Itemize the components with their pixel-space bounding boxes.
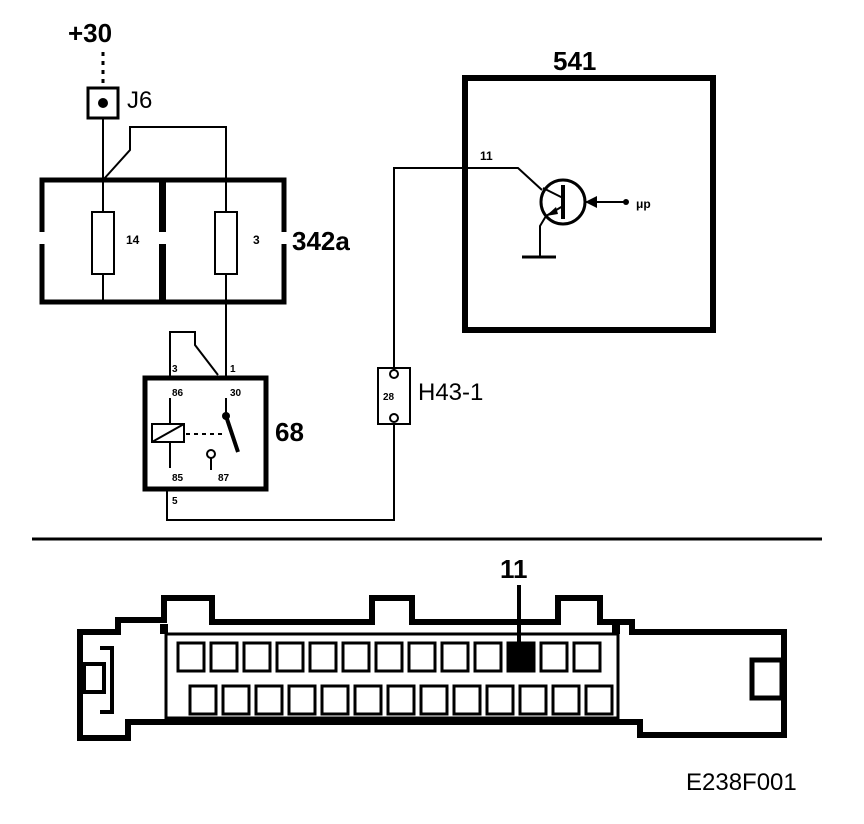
connector-pin (419, 684, 449, 716)
connector-pin (221, 684, 251, 716)
relay-box (142, 375, 269, 492)
transistor-collector (542, 187, 564, 199)
relay-pin-5-label: 5 (172, 496, 178, 507)
connector-pin (254, 684, 284, 716)
connector-pin (275, 641, 305, 673)
relay-87-label: 87 (218, 473, 230, 484)
connector-pin (374, 641, 404, 673)
connector-pin-label: 28 (383, 392, 395, 403)
control-unit-box (462, 75, 716, 333)
connector-pin (584, 684, 614, 716)
connector-pin (242, 641, 272, 673)
connector-label: H43-1 (418, 379, 483, 406)
connector-pins-bottom-row (188, 684, 614, 716)
wire-bridge-fuse3 (102, 126, 227, 300)
connector-pin (572, 641, 602, 673)
connector-pin (341, 641, 371, 673)
connector-pin (440, 641, 470, 673)
emitter-arrow (546, 207, 558, 216)
relay-contact-87 (206, 449, 216, 459)
connector-pin (320, 684, 350, 716)
fuse-box-right-gap (280, 232, 288, 244)
wire-connector-ecu (393, 167, 543, 370)
connector-pin (176, 641, 206, 673)
junction-j6-label: J6 (127, 87, 152, 114)
connector-bottom-terminal (389, 413, 399, 423)
connector-right-notch (749, 657, 785, 701)
connector-inner-outline (100, 646, 114, 714)
connector-pin (287, 684, 317, 716)
relay-coil-diagonal (151, 423, 185, 443)
connector-pin-highlighted (506, 641, 536, 673)
highlight-pin-label: 11 (500, 554, 528, 584)
fuse-box-label: 342a (292, 226, 350, 256)
figure-id: E238F001 (686, 769, 797, 796)
relay-30-label: 30 (230, 388, 242, 399)
connector-pins-top-row (176, 641, 602, 673)
wire-relay85-connector (166, 424, 395, 521)
connector-pin (518, 684, 548, 716)
fuse-3-label: 3 (253, 233, 260, 247)
connector-top-terminal (389, 369, 399, 379)
connector-pin (386, 684, 416, 716)
junction-j6-dot (98, 98, 108, 108)
connector-inner-cavity (164, 632, 620, 720)
connector-pin (407, 641, 437, 673)
connector-pin (473, 641, 503, 673)
relay-pin-3-label: 3 (172, 364, 178, 375)
fuse-14-label: 14 (126, 233, 140, 247)
connector-pin (209, 641, 239, 673)
connector-cavity-tab-right (612, 624, 620, 634)
fuse-14-element (91, 211, 115, 275)
connector-pin (452, 684, 482, 716)
connector-outline (77, 595, 787, 741)
connector-pin (539, 641, 569, 673)
relay-pin-1-label: 1 (230, 364, 236, 375)
connector-pin (308, 641, 338, 673)
microprocessor-arrow (585, 196, 597, 208)
connector-left-notch (82, 662, 106, 694)
fuse-3-element (214, 211, 238, 275)
connector-pin (551, 684, 581, 716)
connector-pin (485, 684, 515, 716)
control-pin-11-label: 11 (480, 149, 493, 163)
connector-pin (188, 684, 218, 716)
connector-cavity-tab-left (160, 624, 168, 634)
supply-label: +30 (68, 18, 112, 48)
relay-label: 68 (275, 417, 304, 447)
fuse-box-left-gap (38, 232, 46, 244)
microprocessor-dot (623, 199, 629, 205)
relay-switch-blade (224, 415, 240, 453)
wire-relay86-bridge (169, 331, 219, 380)
microprocessor-label: μp (636, 197, 651, 211)
fuse-box-divider-gap (158, 232, 167, 244)
relay-86-label: 86 (172, 388, 184, 399)
connector-pin (353, 684, 383, 716)
relay-85-label: 85 (172, 473, 184, 484)
control-unit-label: 541 (553, 46, 596, 76)
